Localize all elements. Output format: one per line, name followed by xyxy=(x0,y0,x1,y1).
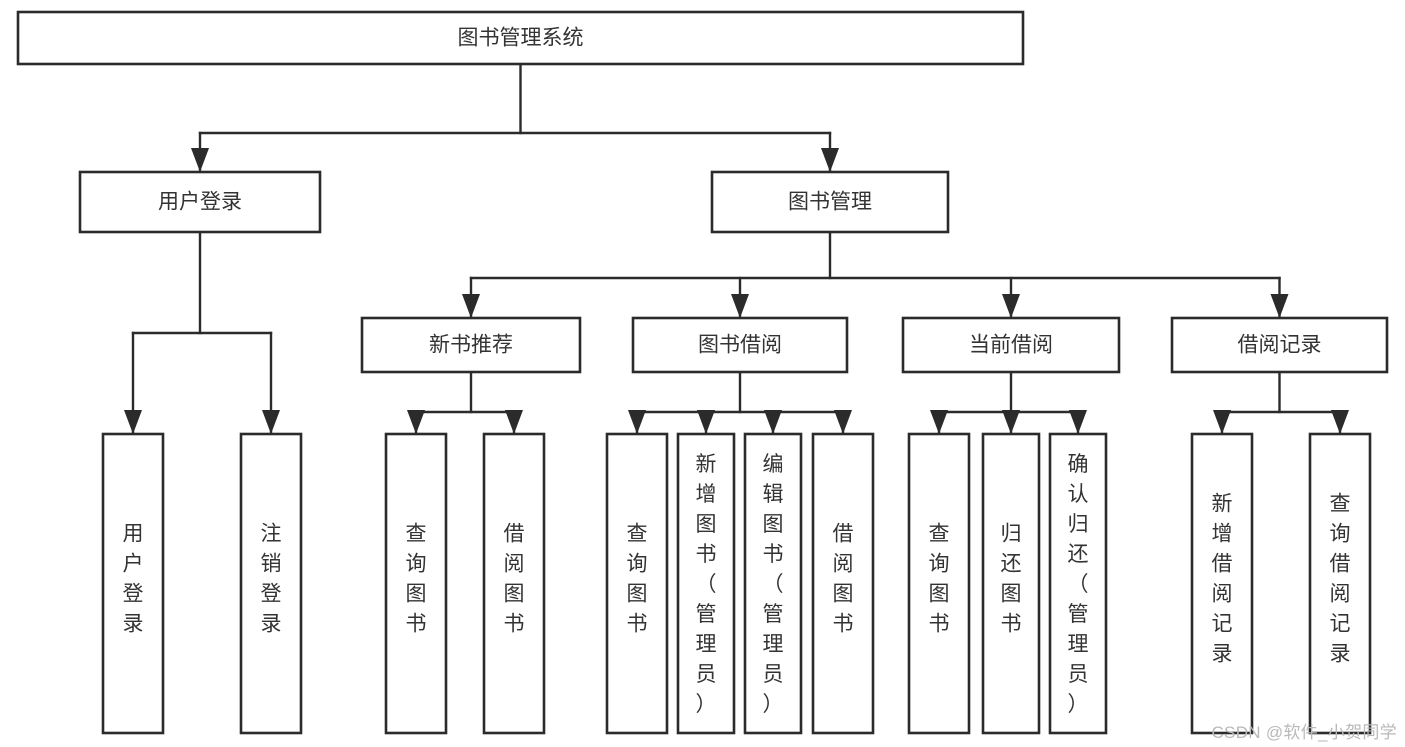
node-leaf-query-book-1[interactable]: 查询图书 xyxy=(384,432,448,735)
node-book-manage[interactable]: 图书管理 xyxy=(710,170,950,234)
node-label: 用户登录 xyxy=(158,191,242,214)
node-leaf-add-book[interactable]: 新增图书（管理员） xyxy=(676,432,736,735)
node-box xyxy=(631,316,849,374)
node-box xyxy=(78,170,322,234)
node-new-book-rec[interactable]: 新书推荐 xyxy=(360,316,582,374)
node-leaf-borrow-book-2[interactable]: 借阅图书 xyxy=(811,432,875,735)
node-box xyxy=(907,432,971,735)
node-label: 图书管理 xyxy=(788,191,872,214)
node-leaf-query-record[interactable]: 查询借阅记录 xyxy=(1308,432,1372,735)
node-leaf-return-book[interactable]: 归还图书 xyxy=(981,432,1041,735)
node-label: 新书推荐 xyxy=(429,334,513,357)
node-label: 编辑图书（管理员） xyxy=(763,453,784,716)
connector-layer xyxy=(124,62,1349,435)
node-label: 图书管理系统 xyxy=(458,27,584,50)
node-label: 查询图书 xyxy=(627,523,648,636)
node-leaf-edit-book[interactable]: 编辑图书（管理员） xyxy=(743,432,803,735)
node-layer: 图书管理系统用户登录图书管理新书推荐图书借阅当前借阅借阅记录用户登录注销登录查询… xyxy=(16,10,1389,735)
node-label: 确认归还（管理员） xyxy=(1068,453,1089,716)
node-box xyxy=(1308,432,1372,735)
node-leaf-logout[interactable]: 注销登录 xyxy=(239,432,303,735)
node-leaf-user-login[interactable]: 用户登录 xyxy=(101,432,165,735)
node-box xyxy=(101,432,165,735)
node-label: 借阅图书 xyxy=(504,523,525,636)
node-box xyxy=(710,170,950,234)
node-borrow-record[interactable]: 借阅记录 xyxy=(1170,316,1389,374)
node-label: 查询借阅记录 xyxy=(1330,493,1351,666)
node-box xyxy=(16,10,1025,66)
node-box xyxy=(239,432,303,735)
node-box xyxy=(605,432,669,735)
node-leaf-query-book-3[interactable]: 查询图书 xyxy=(907,432,971,735)
node-label: 当前借阅 xyxy=(969,334,1053,357)
node-current-borrow[interactable]: 当前借阅 xyxy=(901,316,1121,374)
node-box xyxy=(384,432,448,735)
node-label: 借阅记录 xyxy=(1238,334,1322,357)
node-leaf-add-record[interactable]: 新增借阅记录 xyxy=(1190,432,1254,735)
node-box xyxy=(811,432,875,735)
node-label: 图书借阅 xyxy=(698,334,782,357)
node-box xyxy=(676,432,736,735)
node-user-login[interactable]: 用户登录 xyxy=(78,170,322,234)
node-label: 新增借阅记录 xyxy=(1212,493,1233,666)
node-label: 用户登录 xyxy=(123,523,144,636)
node-box xyxy=(360,316,582,374)
node-box xyxy=(981,432,1041,735)
node-leaf-borrow-book-1[interactable]: 借阅图书 xyxy=(482,432,546,735)
node-label: 新增图书（管理员） xyxy=(696,453,717,716)
node-box xyxy=(1170,316,1389,374)
node-root[interactable]: 图书管理系统 xyxy=(16,10,1025,66)
node-label: 借阅图书 xyxy=(833,523,854,636)
node-box xyxy=(1048,432,1108,735)
node-label: 归还图书 xyxy=(1001,523,1022,636)
node-leaf-confirm-return[interactable]: 确认归还（管理员） xyxy=(1048,432,1108,735)
node-book-borrow[interactable]: 图书借阅 xyxy=(631,316,849,374)
node-label: 查询图书 xyxy=(406,523,427,636)
node-label: 注销登录 xyxy=(261,523,282,636)
node-leaf-query-book-2[interactable]: 查询图书 xyxy=(605,432,669,735)
node-box xyxy=(743,432,803,735)
node-box xyxy=(901,316,1121,374)
node-label: 查询图书 xyxy=(929,523,950,636)
node-box xyxy=(482,432,546,735)
node-box xyxy=(1190,432,1254,735)
